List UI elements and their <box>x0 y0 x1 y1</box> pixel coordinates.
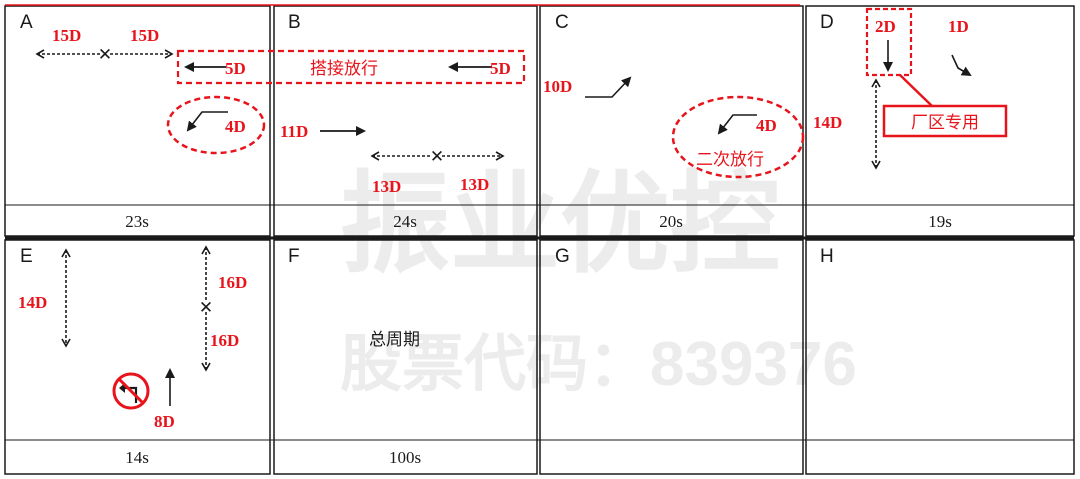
phase-label-d: D <box>820 12 834 33</box>
phase-label-g: G <box>555 246 570 267</box>
phase-label-b: B <box>288 12 301 33</box>
d-diag-arrow <box>951 54 972 77</box>
watermark-stock-code: 股票代码：839376 <box>340 330 857 399</box>
a-ped-split-mark: ✕ <box>98 45 112 64</box>
ab-straight-label-b: 5D <box>490 59 511 78</box>
phase-b-movements: 11D ✕ 13D 13D <box>280 122 505 196</box>
phase-label-a: A <box>20 12 33 33</box>
phase-a-movements: ✕ 15D 15D 4D <box>35 26 266 155</box>
d-factory-callout-line <box>899 74 933 107</box>
c-right-turn-label: 10D <box>543 77 572 96</box>
d-ped-label: 14D <box>813 113 842 132</box>
c-left-turn-arrow <box>717 114 757 135</box>
cell-g <box>539 239 804 475</box>
phase-label-h: H <box>820 246 834 267</box>
e-ped-bottom-label: 16D <box>210 331 239 350</box>
a-left-turn-arrow <box>186 111 228 132</box>
f-total-cycle-text: 总周期 <box>369 330 420 349</box>
phase-e-movements: 14D ✕ 16D 16D 8D <box>18 245 247 431</box>
b-ped-left-label: 13D <box>372 177 401 196</box>
c-second-release-highlight <box>671 95 805 179</box>
no-left-turn-icon <box>112 372 150 410</box>
d-factory-text: 厂区专用 <box>911 113 979 132</box>
c-second-release-text: 二次放行 <box>696 150 764 169</box>
phase-duration-c: 20s <box>659 212 683 231</box>
phase-duration-b: 24s <box>393 212 417 231</box>
overlap-highlight <box>176 49 526 85</box>
d-down-label: 2D <box>875 17 896 36</box>
b-straight-label: 11D <box>280 122 308 141</box>
phase-duration-d: 19s <box>928 212 952 231</box>
c-left-turn-label: 4D <box>756 116 777 135</box>
e-ped-left-label: 14D <box>18 293 47 312</box>
phase-label-e: E <box>20 246 33 267</box>
b-ped-split-mark: ✕ <box>430 147 444 166</box>
a-ped-right-label: 15D <box>130 26 159 45</box>
phase-duration-f: 100s <box>389 448 421 467</box>
cell-h <box>805 239 1075 475</box>
cell-e <box>4 239 271 475</box>
e-ped-top-label: 16D <box>218 273 247 292</box>
c-right-turn-arrow <box>585 76 632 98</box>
overlap-movements: 5D 搭接放行 5D <box>176 49 526 85</box>
overlap-text: 搭接放行 <box>310 59 378 78</box>
a-left-turn-highlight <box>166 95 266 155</box>
cell-f <box>273 239 538 475</box>
cell-d <box>805 5 1075 237</box>
phase-label-f: F <box>288 246 300 267</box>
phase-label-c: C <box>555 12 569 33</box>
cell-b <box>273 5 538 237</box>
phase-d-movements: 2D 1D 14D 厂区专用 <box>813 7 1008 170</box>
e-ped-split-mark: ✕ <box>199 298 213 317</box>
d-factory-highlight <box>865 7 913 77</box>
phase-duration-a: 23s <box>125 212 149 231</box>
ab-straight-label-a: 5D <box>225 59 246 78</box>
phase-grid <box>4 5 1075 475</box>
a-left-turn-label: 4D <box>225 117 246 136</box>
watermark-brand: 振业优控 <box>340 163 780 286</box>
e-straight-label: 8D <box>154 412 175 431</box>
a-ped-left-label: 15D <box>52 26 81 45</box>
b-ped-right-label: 13D <box>460 175 489 194</box>
d-diag-label: 1D <box>948 17 969 36</box>
watermark: 振业优控 股票代码：839376 <box>340 163 857 399</box>
phase-c-movements: 10D 4D 二次放行 <box>543 76 805 179</box>
cell-c <box>539 5 804 237</box>
cell-a <box>4 5 271 237</box>
d-factory-callout-box <box>882 104 1008 138</box>
phase-duration-e: 14s <box>125 448 149 467</box>
